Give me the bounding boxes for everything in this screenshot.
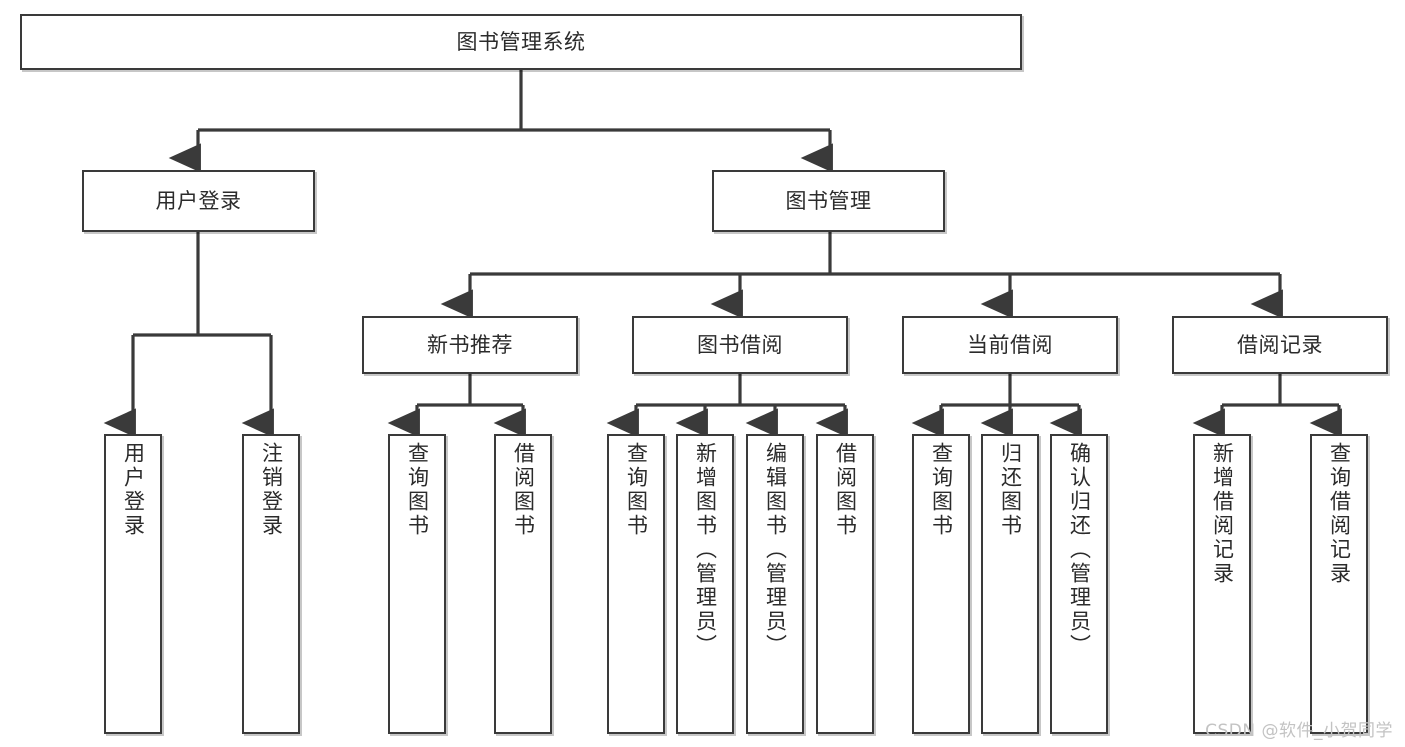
node-label: 图书管理系统	[456, 29, 586, 54]
node-label: 查询图书	[624, 442, 649, 538]
node-label: 用户登录	[121, 442, 146, 538]
node-label: 借阅图书	[511, 442, 536, 538]
node-leaf-user-login[interactable]: 用户登录	[104, 434, 162, 734]
node-root-book-management-system[interactable]: 图书管理系统	[20, 14, 1022, 70]
node-label: 当前借阅	[967, 332, 1053, 357]
node-leaf-query-book-2[interactable]: 查询图书	[607, 434, 665, 734]
node-leaf-query-borrow-record[interactable]: 查询借阅记录	[1310, 434, 1368, 734]
node-label: 用户登录	[155, 188, 242, 213]
node-label: 图书管理	[785, 188, 872, 213]
node-label: 查询图书	[405, 442, 430, 538]
node-label: 查询借阅记录	[1327, 442, 1352, 586]
node-leaf-borrow-book-1[interactable]: 借阅图书	[494, 434, 552, 734]
node-leaf-query-book-3[interactable]: 查询图书	[912, 434, 970, 734]
node-label: 新书推荐	[427, 332, 513, 357]
node-book-borrow[interactable]: 图书借阅	[632, 316, 848, 374]
node-label: 新增借阅记录	[1210, 442, 1235, 586]
node-leaf-confirm-return[interactable]: 确认归还（管理员）	[1050, 434, 1108, 734]
node-leaf-borrow-book-2[interactable]: 借阅图书	[816, 434, 874, 734]
node-label: 新增图书（管理员）	[693, 442, 718, 658]
node-leaf-edit-book[interactable]: 编辑图书（管理员）	[746, 434, 804, 734]
node-label: 图书借阅	[697, 332, 783, 357]
node-leaf-return-book[interactable]: 归还图书	[981, 434, 1039, 734]
node-label: 查询图书	[929, 442, 954, 538]
node-label: 归还图书	[998, 442, 1023, 538]
node-label: 借阅记录	[1237, 332, 1323, 357]
node-label: 确认归还（管理员）	[1067, 442, 1092, 658]
node-book-management[interactable]: 图书管理	[712, 170, 945, 232]
node-leaf-add-book[interactable]: 新增图书（管理员）	[676, 434, 734, 734]
node-leaf-add-borrow-record[interactable]: 新增借阅记录	[1193, 434, 1251, 734]
node-current-borrow[interactable]: 当前借阅	[902, 316, 1118, 374]
node-leaf-query-book-1[interactable]: 查询图书	[388, 434, 446, 734]
node-borrow-record[interactable]: 借阅记录	[1172, 316, 1388, 374]
node-new-book-recommend[interactable]: 新书推荐	[362, 316, 578, 374]
node-leaf-logout-login[interactable]: 注销登录	[242, 434, 300, 734]
node-user-login[interactable]: 用户登录	[82, 170, 315, 232]
node-label: 编辑图书（管理员）	[763, 442, 788, 658]
node-label: 注销登录	[259, 442, 284, 538]
csdn-watermark: CSDN @软件_小贺同学	[1205, 721, 1393, 741]
node-label: 借阅图书	[833, 442, 858, 538]
